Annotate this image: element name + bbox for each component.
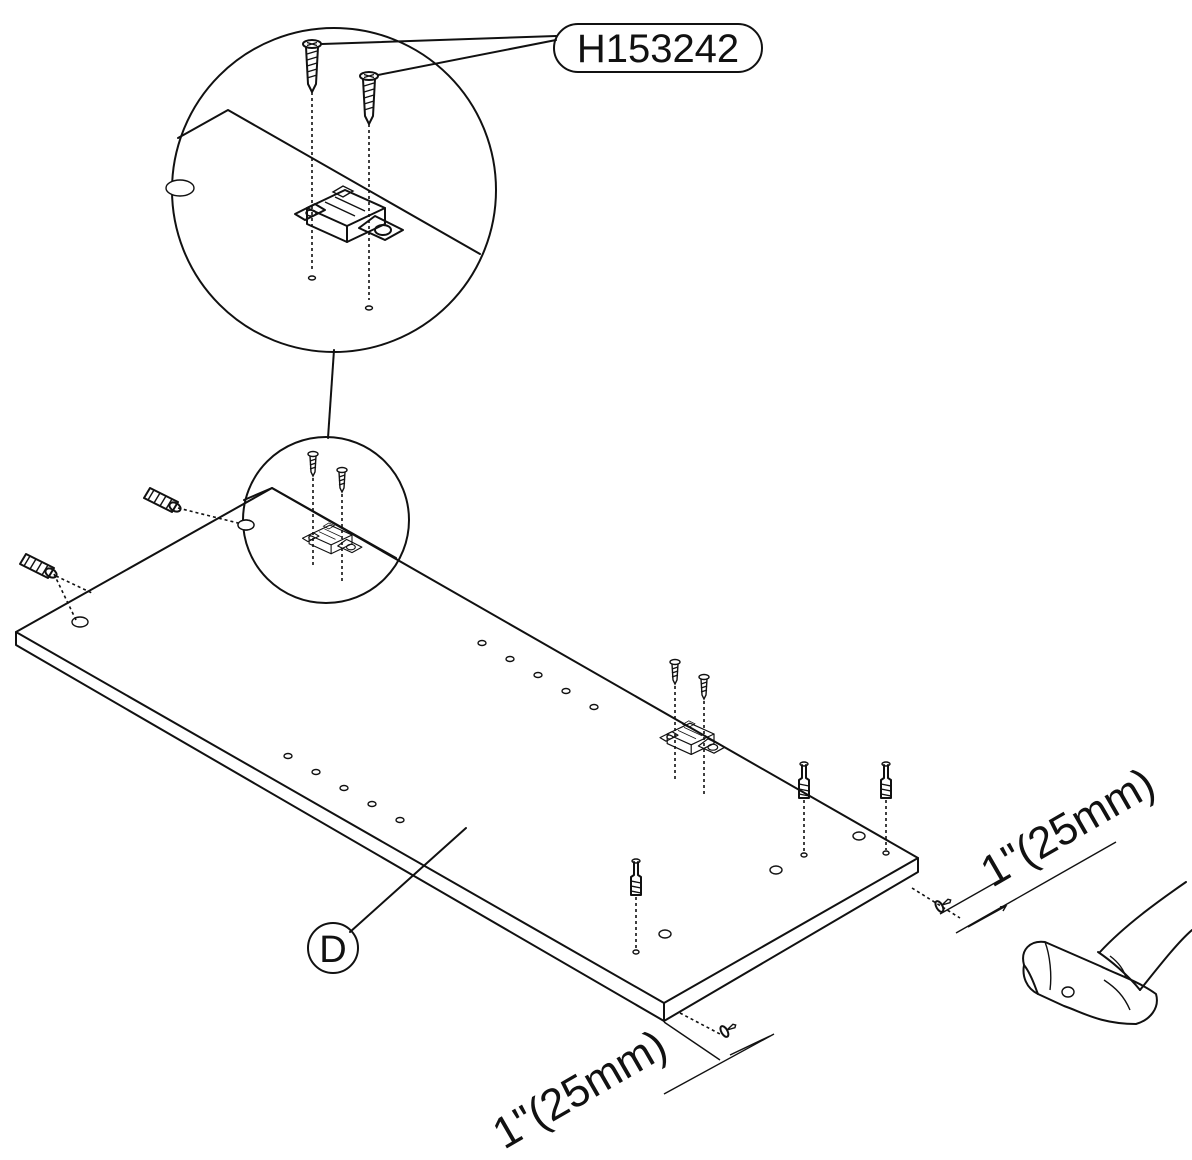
hinge-plate-right [659,658,726,796]
dimension-bottom: 1"(25mm) [485,1012,775,1159]
dimension-right: 1"(25mm) [911,758,1163,934]
detail-circle-large [165,27,497,353]
cam-holes [632,831,890,955]
part-code-label: H153242 [577,27,739,71]
hammer-icon [1022,881,1192,1025]
panel-label-callout: D [307,827,467,974]
detail-connector-line [327,349,335,439]
dowel-back [143,487,243,525]
dowel-front [19,553,95,621]
panel-edge-holes [71,519,255,628]
cam-post-right [798,761,810,852]
shelf-pin-holes [283,639,599,824]
dimension-right-label: 1"(25mm) [973,758,1163,896]
panel-label: D [319,929,346,971]
cam-post-front [630,858,642,949]
part-code-callout: H153242 [321,23,763,76]
dimension-bottom-label: 1"(25mm) [485,1020,675,1158]
cam-post-far-right [880,761,892,850]
panel-d [15,487,919,1022]
detail-circle-small [237,436,410,604]
